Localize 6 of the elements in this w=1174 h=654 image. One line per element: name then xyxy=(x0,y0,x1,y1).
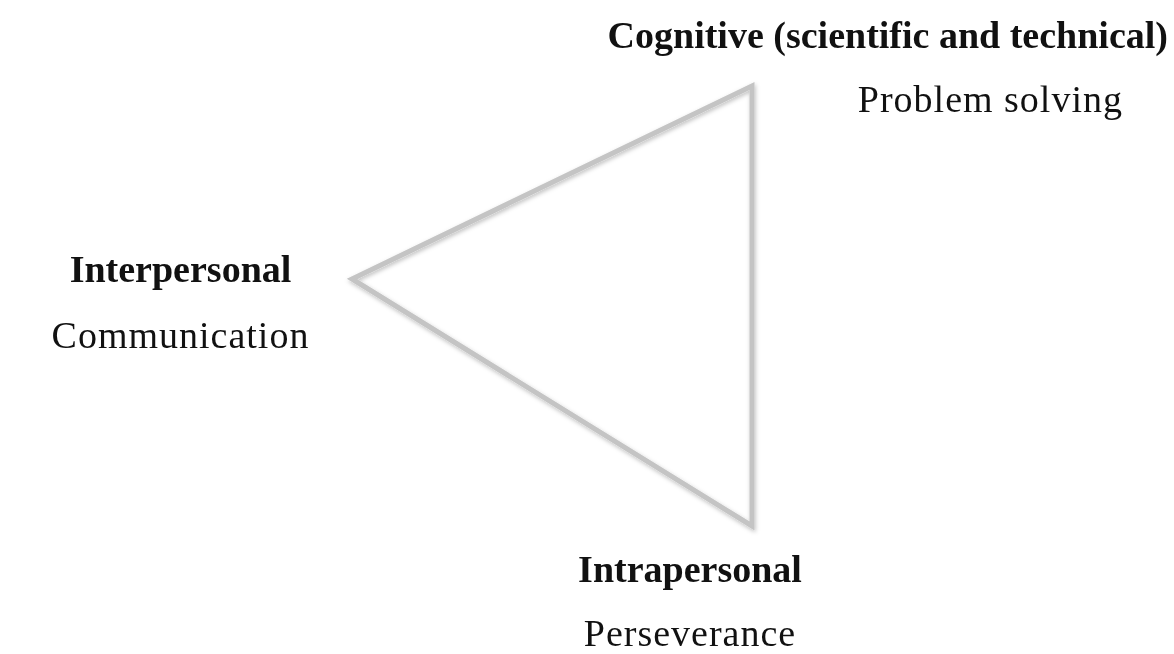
description-text: Communication xyxy=(51,313,310,358)
heading: Interpersonal xyxy=(69,248,292,292)
heading: Intrapersonal xyxy=(578,548,802,592)
description-text: Problem solving xyxy=(857,77,1124,122)
heading: Cognitive (scientific and technical) xyxy=(607,14,1168,58)
description-text: Perseverance xyxy=(583,611,797,654)
